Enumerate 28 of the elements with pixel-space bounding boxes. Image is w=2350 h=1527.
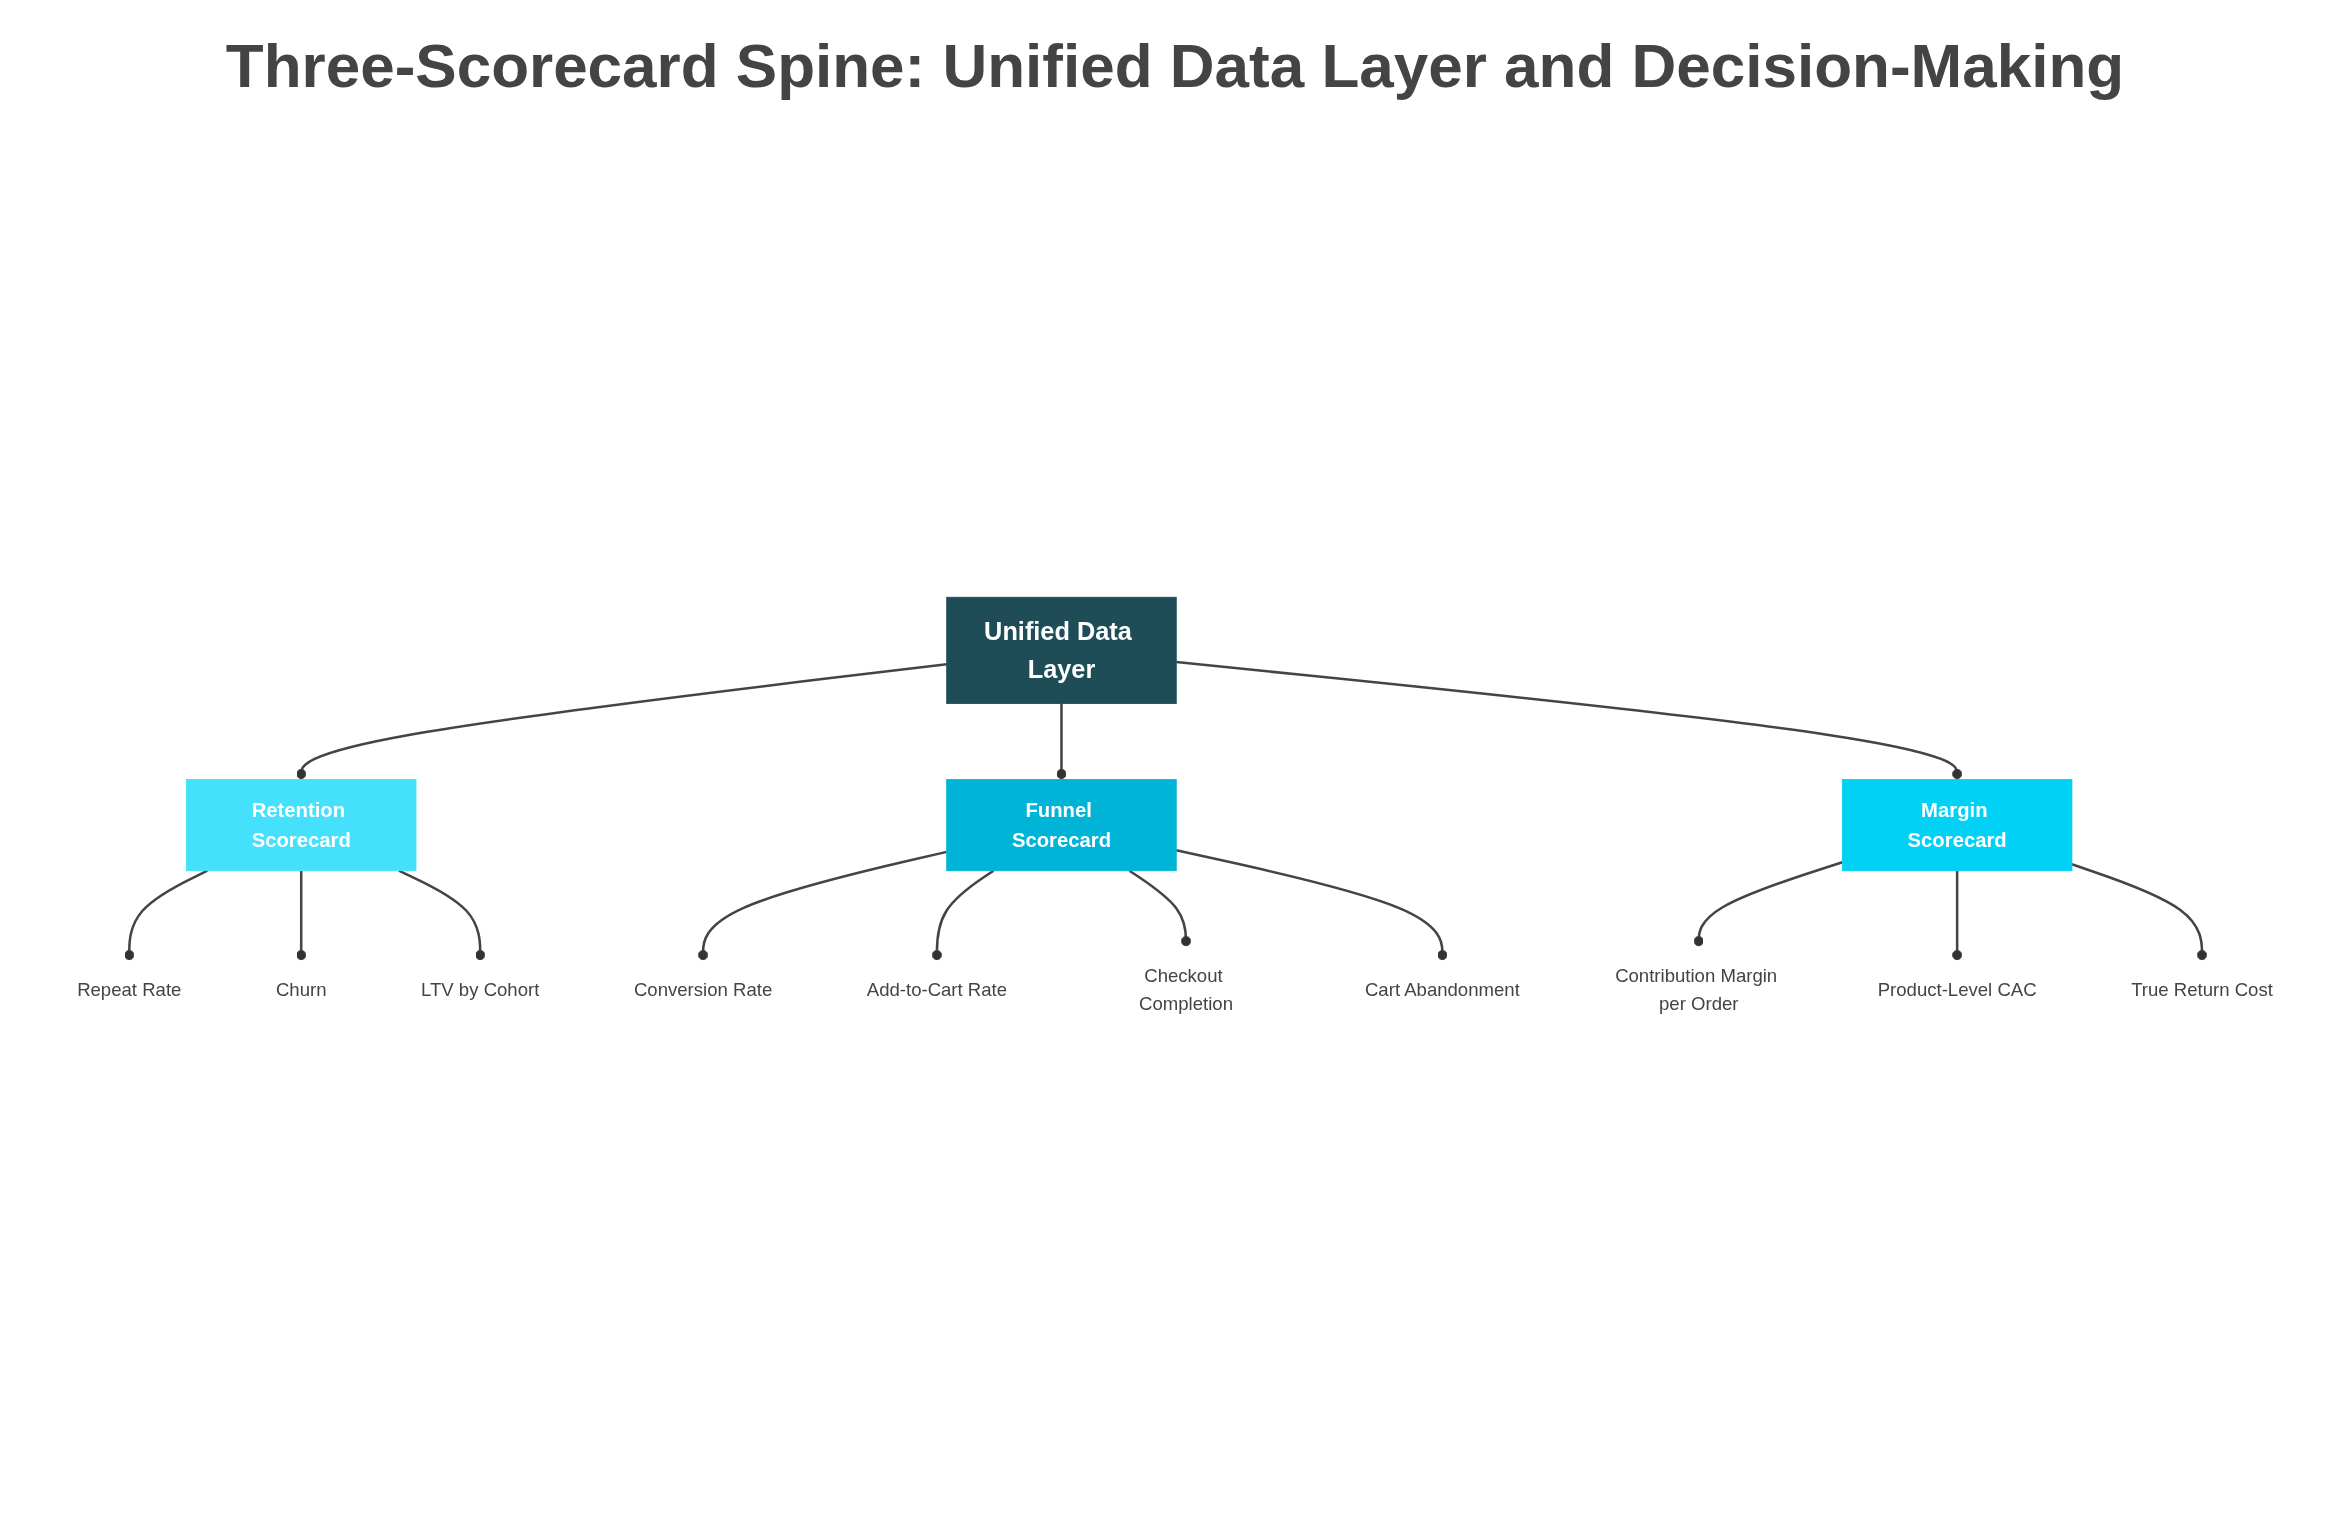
connector (1693, 861, 1843, 947)
node-text: LTV by Cohort (421, 979, 540, 1001)
node-text: Churn (275, 979, 327, 1001)
connector (124, 869, 208, 961)
connector (398, 869, 486, 961)
node-box: Funnel Scorecard (946, 779, 1177, 872)
connector (296, 870, 307, 961)
connector (1176, 660, 1963, 780)
connector (296, 662, 947, 780)
connector (1176, 849, 1448, 961)
connector (697, 850, 947, 961)
node-text: Cart Abandonment (1364, 979, 1520, 1001)
node-text: Checkout Completion (1139, 965, 1233, 1015)
node-text: Contribution Margin per Order (1615, 965, 1778, 1015)
node-text: True Return Cost (2131, 979, 2273, 1001)
connector (2071, 863, 2208, 961)
node-box: Unified Data Layer (946, 596, 1177, 704)
node-box: Retention Scorecard (186, 779, 417, 872)
node-text: Product-Level CAC (1877, 979, 2037, 1001)
connector (1128, 869, 1192, 947)
connector (1952, 870, 1963, 961)
node-text: Conversion Rate (633, 979, 773, 1001)
diagram-title: Three-Scorecard Spine: Unified Data Layer and Decision-Making (224, 30, 2126, 101)
connector (931, 869, 995, 961)
connector (1056, 703, 1067, 780)
node-text: Repeat Rate (77, 979, 182, 1001)
node-text: Add-to-Cart Rate (866, 979, 1008, 1001)
node-box: Margin Scorecard (1841, 779, 2073, 872)
